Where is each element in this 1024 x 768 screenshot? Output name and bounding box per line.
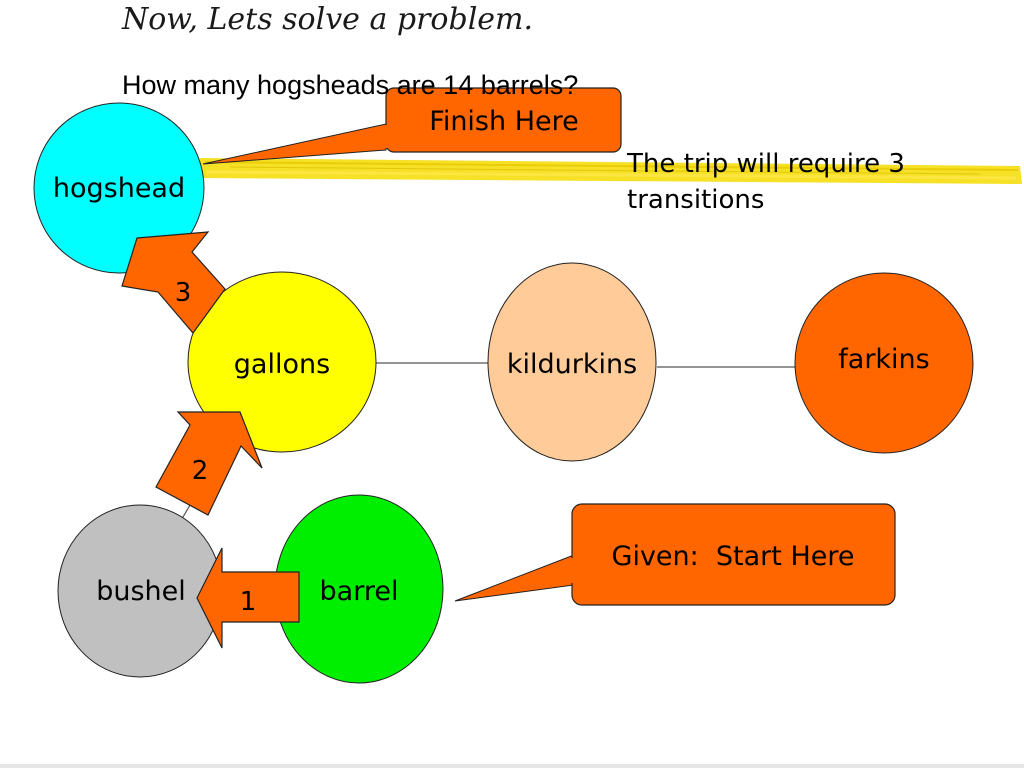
hogshead-node [33, 102, 205, 274]
bottom-rule [0, 764, 1024, 768]
bushel-label: bushel [96, 576, 186, 607]
hogshead-label: hogshead [53, 173, 185, 204]
step-1-arrow [196, 547, 300, 649]
farkins-node [794, 272, 974, 454]
start-callout-box [571, 503, 896, 606]
gallons-label: gallons [234, 349, 330, 380]
finish-callout-pointer [202, 123, 387, 165]
start-callout-label: Given: Start Here [612, 541, 855, 572]
gallons-node [187, 271, 377, 453]
step-3-label: 3 [175, 278, 192, 308]
slide-title: Now, Lets solve a problem. [122, 2, 534, 37]
start-callout-pointer [454, 554, 575, 602]
trip-note: The trip will require 3 transitions [627, 149, 905, 215]
step-1-label: 1 [240, 587, 257, 617]
step-2-arrow [155, 411, 263, 516]
step-2-label: 2 [192, 456, 209, 486]
barrel-label: barrel [320, 576, 399, 607]
highlighter-stroke [198, 158, 1022, 184]
kildurkins-node [487, 262, 657, 462]
step-3-arrow [121, 231, 226, 334]
finish-callout-label: Finish Here [429, 106, 578, 137]
farkins-label: farkins [838, 344, 929, 375]
kildurkins-label: kildurkins [507, 349, 637, 380]
question-text: How many hogsheads are 14 barrels? [122, 70, 579, 100]
finish-callout-box [385, 87, 622, 153]
